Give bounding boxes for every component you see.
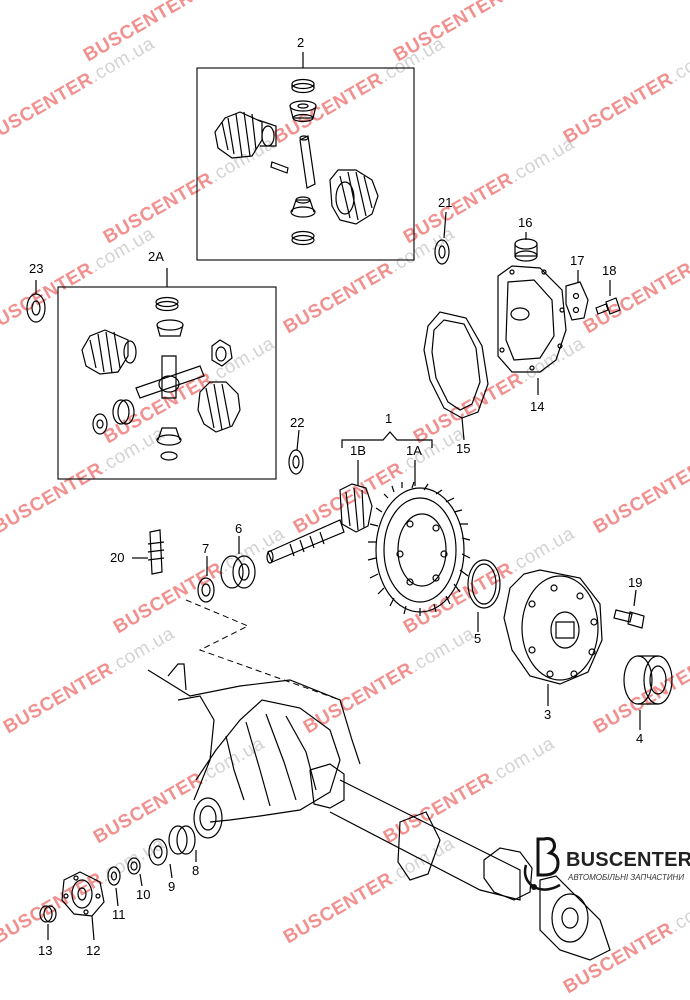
- part-pinion-2A-right: [211, 339, 233, 367]
- bus-logo-icon: [523, 837, 561, 891]
- part-pinion-2A-top: [156, 319, 184, 337]
- callout-15: 15: [456, 441, 471, 456]
- callout-22: 22: [290, 415, 305, 430]
- callout-14: 14: [530, 399, 545, 414]
- part-13-nut: [39, 905, 57, 923]
- part-side-pinion: [289, 100, 317, 123]
- part-19-bolt: [613, 609, 645, 629]
- part-17-bracket: [565, 281, 589, 321]
- assembly-dash-lines: [185, 599, 341, 701]
- part-4-bearing: [623, 655, 673, 705]
- part-lock-pin: [270, 161, 289, 174]
- callout-13: 13: [38, 943, 53, 958]
- callout-4: 4: [636, 731, 644, 746]
- callout-2A: 2A: [148, 249, 164, 264]
- callout-19: 19: [628, 575, 643, 590]
- part-thrust-washer: [291, 78, 315, 94]
- part-side-gear-left: [214, 111, 277, 159]
- part-spider-2A: [135, 355, 205, 399]
- callout-12: 12: [86, 943, 101, 958]
- callout-23: 23: [29, 261, 44, 276]
- part-15-gasket: [423, 311, 489, 419]
- part-3-diff-case: [503, 569, 603, 685]
- callout-7: 7: [202, 541, 210, 556]
- callout-5: 5: [474, 631, 482, 646]
- part-20-breather: [147, 529, 165, 575]
- part-cross-pin: [299, 135, 316, 189]
- part-9-washer: [148, 838, 168, 866]
- part-thrust-washer-2A: [155, 296, 179, 312]
- part-pinion-2A-lower: [156, 427, 182, 461]
- callout-16: 16: [518, 215, 533, 230]
- callout-1A: 1A: [406, 443, 422, 458]
- part-5-o-ring: [467, 559, 501, 609]
- part-side-gear-2A-left: [81, 329, 137, 375]
- part-side-pinion-lower: [290, 196, 316, 246]
- part-side-gear-2A-right: [197, 381, 241, 433]
- part-18-bolt: [595, 297, 621, 315]
- part-16-plug: [514, 238, 538, 262]
- part-12-flange: [61, 871, 105, 917]
- callout-11: 11: [112, 907, 126, 922]
- part-1-grouping-bracket: [341, 431, 433, 486]
- part-washer-2A: [92, 413, 108, 435]
- buscenter-logo: BUSCENTER АВТОМОБІЛЬНІ ЗАПЧАСТИНИ: [520, 835, 690, 895]
- callout-17: 17: [570, 253, 585, 268]
- rear-axle-housing: [147, 663, 611, 961]
- callout-1B: 1B: [350, 443, 366, 458]
- box-diff-gears-2A: [57, 286, 277, 480]
- brand-name: BUSCENTER: [566, 849, 690, 871]
- box-diff-gears-2: [196, 67, 415, 261]
- callout-3: 3: [544, 707, 552, 722]
- part-23-washer: [26, 293, 46, 323]
- brand-tagline: АВТОМОБІЛЬНІ ЗАПЧАСТИНИ: [568, 873, 685, 882]
- part-1B-drive-pinion: [266, 483, 373, 564]
- part-6-bearing: [220, 555, 256, 589]
- part-11-washer: [107, 866, 121, 886]
- part-bearing-2A: [112, 399, 135, 425]
- callout-18: 18: [602, 263, 617, 278]
- part-10-nut: [127, 857, 141, 875]
- part-7-shim: [197, 577, 215, 603]
- part-21-washer: [434, 239, 450, 265]
- callout-2: 2: [297, 35, 305, 50]
- callout-10: 10: [136, 887, 151, 902]
- callout-6: 6: [235, 521, 243, 536]
- callout-20: 20: [110, 550, 125, 565]
- callout-21: 21: [438, 195, 453, 210]
- callout-9: 9: [168, 879, 176, 894]
- callout-1: 1: [385, 411, 393, 426]
- part-1A-ring-gear: [367, 481, 471, 616]
- part-14-cover: [497, 265, 567, 373]
- part-22-washer: [288, 449, 304, 475]
- callout-8: 8: [192, 863, 200, 878]
- part-side-gear-right: [329, 169, 379, 225]
- part-8-seal: [168, 825, 196, 855]
